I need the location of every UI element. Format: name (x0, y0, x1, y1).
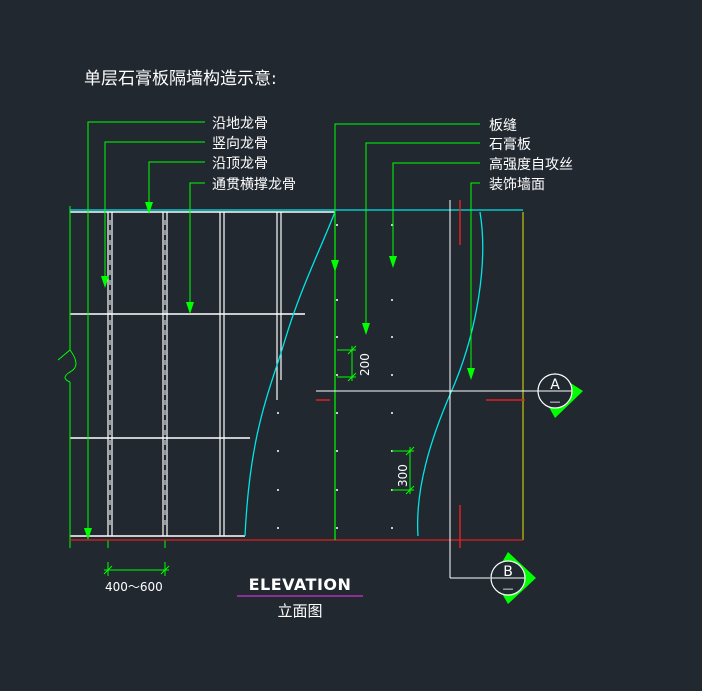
drawing-title: 单层石膏板隔墙构造示意: (84, 68, 277, 89)
label-decorative-surface: 装饰墙面 (489, 177, 545, 193)
label-ceiling-track: 沿顶龙骨 (212, 156, 268, 172)
caption-heading: ELEVATION (249, 575, 352, 594)
dimension-spacing-text: 400～600 (105, 580, 163, 594)
section-marker-b: B — (490, 552, 536, 604)
leaders-left (87, 121, 205, 538)
label-board-seam: 板缝 (489, 118, 517, 134)
label-cross-brace: 通贯横撑龙骨 (212, 177, 296, 193)
leaders-right (334, 123, 480, 376)
label-self-tapping-screw: 高强度自攻丝 (489, 156, 573, 173)
section-marker-a: A — (537, 373, 583, 418)
break-line (57, 349, 77, 383)
gypsum-board (70, 209, 523, 537)
section-a-sub: — (550, 395, 561, 408)
dimension-200 (337, 345, 357, 382)
section-b-letter: B (503, 564, 513, 580)
leader-arrowheads-left (84, 202, 194, 540)
label-vertical-stud: 竖向龙骨 (212, 136, 268, 152)
dimension-300-text: 300 (396, 464, 410, 487)
section-cut-lines (316, 200, 540, 579)
board-wave-right (416, 211, 484, 537)
section-b-sub: — (503, 582, 514, 595)
framing (57, 206, 335, 548)
dimension-200-text: 200 (358, 353, 372, 376)
section-a-letter: A (550, 377, 560, 393)
label-gypsum-board: 石膏板 (489, 136, 531, 153)
dimension-spacing (103, 562, 170, 576)
dimension-300 (392, 446, 415, 495)
leader-arrowheads-right (331, 256, 475, 380)
label-floor-track: 沿地龙骨 (212, 116, 268, 132)
board-wave-left (244, 211, 336, 537)
caption-sub: 立面图 (277, 602, 322, 620)
